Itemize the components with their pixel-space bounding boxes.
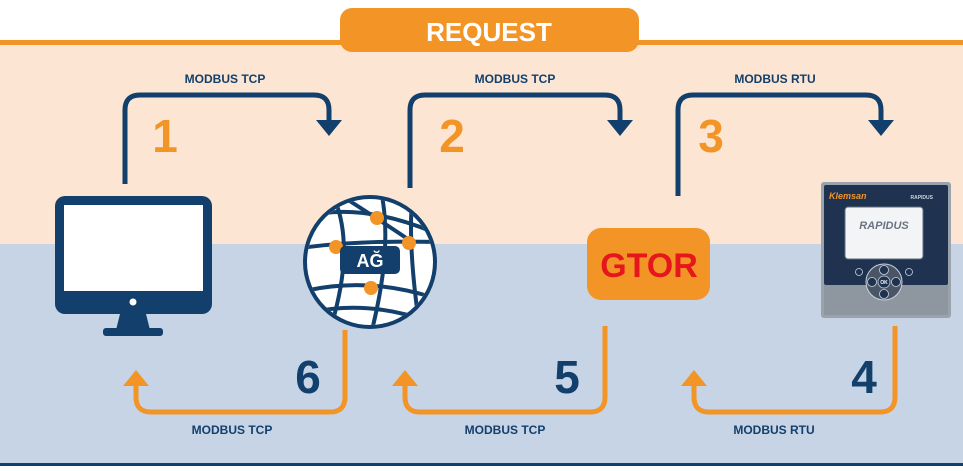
arrowhead-up-5 (392, 370, 418, 386)
device-display (844, 206, 924, 260)
device-model-small: RAPIDUS (910, 195, 933, 201)
request-arrows (122, 92, 884, 196)
device-brand: Klemsan (829, 191, 867, 201)
request-header-pill (340, 8, 639, 52)
arrowhead-down-1 (316, 120, 342, 136)
request-title: REQUEST (426, 17, 552, 47)
request-arrow-3 (675, 92, 884, 196)
monitor-power-dot (129, 298, 137, 306)
energy-meter-icon: Klemsan RAPIDUS RAPIDUS OK (821, 182, 951, 318)
protocol-label-4: MODBUS RTU (733, 423, 814, 437)
monitor-icon (55, 196, 212, 336)
network-label: AĞ (357, 250, 384, 271)
protocol-label-5: MODBUS TCP (465, 423, 546, 437)
response-labels: 6 5 4 MODBUS TCP MODBUS TCP MODBUS RTU (192, 351, 878, 437)
monitor-neck (116, 314, 150, 330)
request-header: REQUEST (340, 8, 639, 52)
arrowhead-down-2 (607, 120, 633, 136)
gateway-label: GTOR (600, 247, 698, 285)
response-arrow-6 (133, 330, 348, 415)
response-arrows (133, 326, 898, 415)
request-arrow-2 (407, 92, 623, 188)
request-arrowheads (316, 120, 894, 136)
protocol-label-1: MODBUS TCP (185, 72, 266, 86)
step-number-1: 1 (152, 110, 178, 162)
globe-nodes (329, 211, 416, 295)
bottom-divider (0, 463, 963, 466)
arrowhead-up-6 (123, 370, 149, 386)
request-labels: MODBUS TCP MODBUS TCP MODBUS RTU 1 2 3 (152, 72, 815, 162)
request-arrow-1 (122, 92, 332, 184)
step-number-3: 3 (698, 110, 724, 162)
protocol-label-3: MODBUS RTU (734, 72, 815, 86)
gateway-background (587, 228, 710, 300)
arrowhead-up-4 (681, 370, 707, 386)
device-keypad: OK (855, 263, 913, 301)
gateway-box: GTOR (587, 228, 710, 300)
protocol-label-6: MODBUS TCP (192, 423, 273, 437)
device-display-text: RAPIDUS (859, 220, 909, 232)
device-ok-key: OK (880, 280, 888, 286)
network-globe-icon: AĞ (303, 195, 437, 329)
protocol-label-2: MODBUS TCP (475, 72, 556, 86)
step-number-6: 6 (295, 351, 321, 403)
monitor-screen (64, 205, 203, 291)
response-arrow-5 (402, 326, 608, 415)
response-arrowheads (123, 370, 707, 386)
monitor-stand (103, 328, 163, 336)
response-arrow-4 (691, 326, 898, 415)
arrowhead-down-3 (868, 120, 894, 136)
step-number-5: 5 (554, 351, 580, 403)
step-number-4: 4 (851, 351, 877, 403)
network-label-box (340, 246, 400, 274)
step-number-2: 2 (439, 110, 465, 162)
